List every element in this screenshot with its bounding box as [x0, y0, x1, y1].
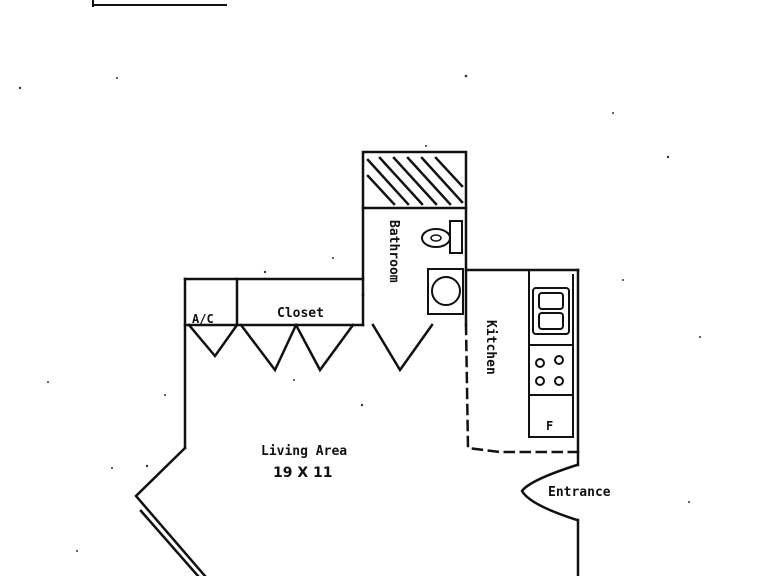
bathroom-label: Bathroom: [386, 220, 401, 283]
ac-label: A/C: [192, 312, 214, 326]
closet-door-swings: [187, 323, 355, 373]
double-sink-icon: [532, 287, 570, 335]
living-area-label: Living Area: [261, 444, 347, 459]
entrance: Entrance: [520, 463, 611, 522]
shower-hatch: [366, 156, 464, 206]
stove-icon: [535, 355, 564, 386]
toilet-icon: [421, 220, 463, 254]
scale-bar: [92, 0, 227, 7]
closet: A/C Closet: [183, 277, 365, 450]
living-area: Living Area 19 X 11: [134, 444, 580, 576]
entrance-label: Entrance: [548, 485, 611, 500]
scan-noise: [18, 74, 701, 552]
kitchen: F Kitchen: [464, 268, 580, 454]
living-area-dimensions: 19 X 11: [273, 465, 333, 481]
closet-label: Closet: [277, 306, 324, 321]
kitchen-label: Kitchen: [483, 320, 498, 375]
sink-icon: [427, 268, 464, 315]
fridge-label: F: [546, 419, 553, 433]
bathroom: Bathroom: [361, 150, 468, 373]
